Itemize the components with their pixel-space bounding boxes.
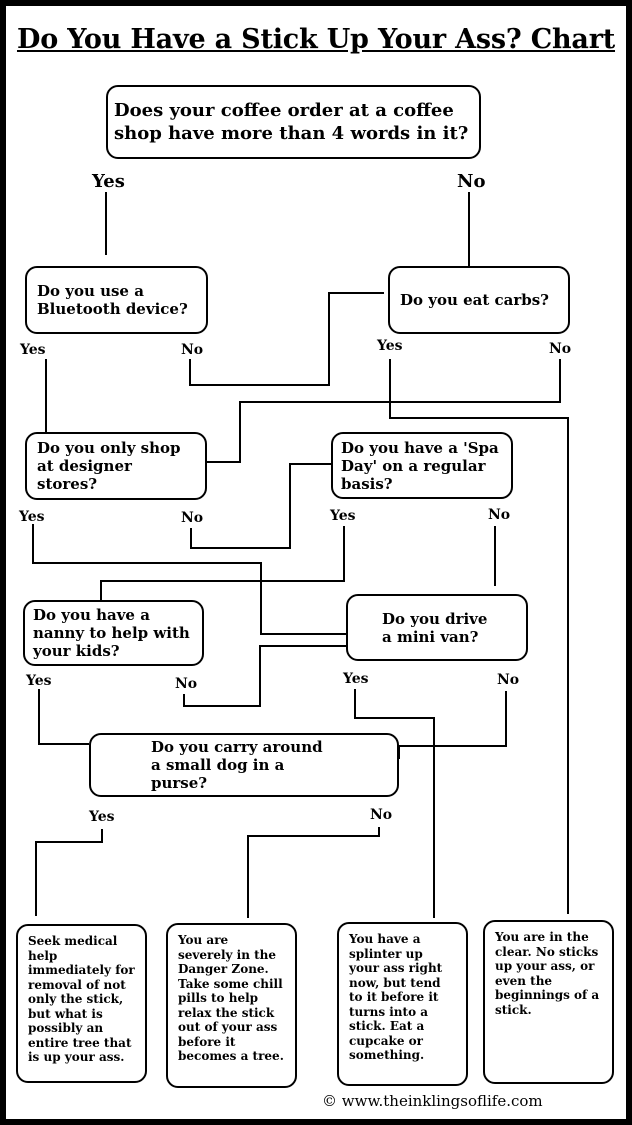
question-dog-text: Do you carry around a small dog in a pur… xyxy=(151,738,323,792)
result-clear: You are in the clear. No sticks up your … xyxy=(483,920,614,1084)
question-carbs-text: Do you eat carbs? xyxy=(400,291,549,309)
label-carbs-yes: Yes xyxy=(377,338,403,354)
result-medical-text: Seek medical help immediately for remova… xyxy=(28,934,135,1064)
connector-nanny-no xyxy=(183,645,346,707)
connector-designer-yes xyxy=(32,524,346,635)
chart-title: Do You Have a Stick Up Your Ass? Chart xyxy=(16,24,616,55)
flowchart-canvas: Do You Have a Stick Up Your Ass? Chart D… xyxy=(6,6,626,1119)
label-nanny-no: No xyxy=(175,676,198,692)
question-designer-text: Do you only shop at designer stores? xyxy=(37,439,181,493)
label-coffee-yes: Yes xyxy=(92,171,125,192)
result-danger-text: You are severely in the Danger Zone. Tak… xyxy=(178,933,284,1063)
connector-carbs-no xyxy=(207,359,561,463)
connector-dog-no xyxy=(247,827,380,918)
question-dog: Do you carry around a small dog in a pur… xyxy=(89,733,399,797)
label-bluetooth-no: No xyxy=(181,342,204,358)
question-minivan-text: Do you drive a mini van? xyxy=(382,609,488,646)
question-spa: Do you have a 'Spa Day' on a regular bas… xyxy=(331,432,513,499)
question-coffee: Does your coffee order at a coffee shop … xyxy=(106,85,481,159)
label-coffee-no: No xyxy=(457,171,486,192)
connector-dog-yes xyxy=(35,829,103,916)
label-designer-no: No xyxy=(181,510,204,526)
result-medical: Seek medical help immediately for remova… xyxy=(16,924,147,1083)
label-spa-yes: Yes xyxy=(330,508,356,524)
connector-bluetooth-no xyxy=(189,292,384,386)
connector-minivan-yes xyxy=(354,689,435,918)
copyright-credit: © www.theinklingsoflife.com xyxy=(322,1092,543,1110)
question-nanny: Do you have a nanny to help with your ki… xyxy=(23,600,204,666)
question-nanny-text: Do you have a nanny to help with your ki… xyxy=(33,606,190,660)
question-bluetooth: Do you use a Bluetooth device? xyxy=(25,266,208,334)
label-dog-no: No xyxy=(370,807,393,823)
label-minivan-yes: Yes xyxy=(343,671,369,687)
question-designer: Do you only shop at designer stores? xyxy=(25,432,207,500)
connector-spa-yes xyxy=(100,526,345,600)
question-bluetooth-text: Do you use a Bluetooth device? xyxy=(37,282,188,318)
result-splinter: You have a splinter up your ass right no… xyxy=(337,922,468,1086)
label-bluetooth-yes: Yes xyxy=(20,342,46,358)
result-splinter-text: You have a splinter up your ass right no… xyxy=(349,932,443,1062)
connector-carbs-yes xyxy=(389,359,569,914)
question-minivan: Do you drive a mini van? xyxy=(346,594,528,661)
label-nanny-yes: Yes xyxy=(26,673,52,689)
connector-designer-no xyxy=(190,463,331,549)
connector-minivan-no xyxy=(398,691,507,759)
result-clear-text: You are in the clear. No sticks up your … xyxy=(495,930,600,1017)
connector-lines xyxy=(32,192,569,918)
question-coffee-text: Does your coffee order at a coffee shop … xyxy=(114,100,469,144)
question-spa-text: Do you have a 'Spa Day' on a regular bas… xyxy=(341,438,499,493)
result-danger: You are severely in the Danger Zone. Tak… xyxy=(166,923,297,1088)
label-carbs-no: No xyxy=(549,341,572,357)
label-spa-no: No xyxy=(488,507,511,523)
question-carbs: Do you eat carbs? xyxy=(388,266,570,334)
label-dog-yes: Yes xyxy=(89,809,115,825)
label-minivan-no: No xyxy=(497,672,520,688)
connector-nanny-yes xyxy=(38,689,89,745)
label-designer-yes: Yes xyxy=(19,509,45,525)
